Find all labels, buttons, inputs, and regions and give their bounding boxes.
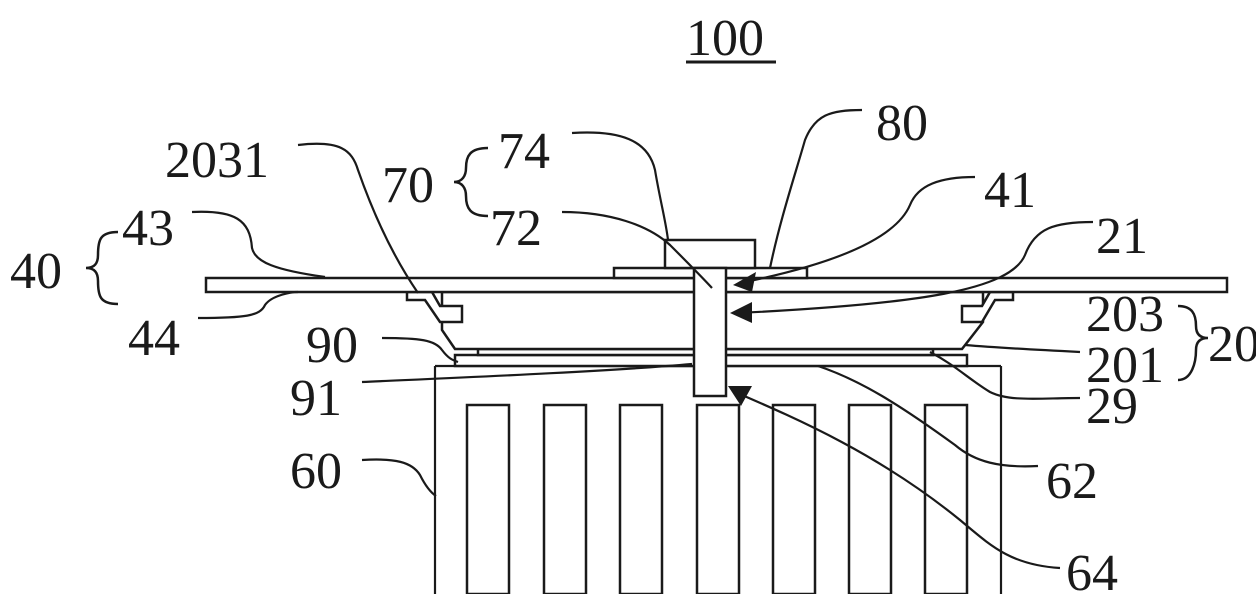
leader-91: [361, 362, 693, 384]
electrode-slot-2: [542, 403, 588, 594]
arrowhead-21: [730, 302, 752, 323]
leader-72: [561, 210, 713, 289]
arrowhead-64: [728, 386, 752, 406]
label-72: 72: [490, 200, 542, 257]
leader-2031: [297, 142, 419, 294]
electrode-slot-1: [465, 403, 511, 594]
label-44: 44: [128, 310, 180, 367]
leader-74: [571, 131, 670, 241]
label-90: 90: [306, 317, 358, 374]
label-62: 62: [1046, 453, 1098, 510]
leader-44: [197, 290, 299, 320]
brace-70: [453, 146, 489, 218]
label-40: 40: [10, 243, 62, 300]
leader-43: [191, 210, 326, 279]
label-203: 203: [1086, 286, 1164, 343]
label-74: 74: [498, 123, 550, 180]
seal-left: [405, 290, 464, 324]
leader-41: [739, 175, 976, 285]
leader-90: [381, 336, 459, 364]
leader-21: [737, 220, 1094, 315]
label-2031: 2031: [165, 132, 269, 189]
label-70: 70: [382, 157, 434, 214]
terminal-pole-72: [692, 266, 728, 398]
label-64: 64: [1066, 545, 1118, 594]
leader-29: [929, 351, 1081, 400]
leader-62: [817, 364, 1039, 468]
label-60: 60: [290, 443, 342, 500]
label-43: 43: [122, 200, 174, 257]
label-20: 20: [1208, 316, 1256, 373]
leader-64: [734, 390, 1061, 570]
brace-20: [1177, 304, 1209, 382]
label-21: 21: [1096, 208, 1148, 265]
label-91: 91: [290, 370, 342, 427]
label-80: 80: [876, 95, 928, 152]
label-41: 41: [984, 162, 1036, 219]
electrode-slot-7: [923, 403, 969, 594]
seal-right: [960, 290, 1015, 324]
electrode-slot-4: [695, 403, 741, 594]
electrode-slot-5: [771, 403, 817, 594]
electrode-slot-6: [847, 403, 893, 594]
leader-60: [361, 458, 437, 497]
electrode-slot-3: [618, 403, 664, 594]
leader-80: [768, 108, 863, 269]
leader-201: [964, 343, 1081, 354]
brace-40: [85, 230, 119, 306]
arrowhead-41: [733, 272, 756, 292]
label-201: 201: [1086, 337, 1164, 394]
figure-title: 100: [686, 10, 764, 67]
label-29: 29: [1086, 378, 1138, 435]
cell-body: [433, 364, 1003, 594]
